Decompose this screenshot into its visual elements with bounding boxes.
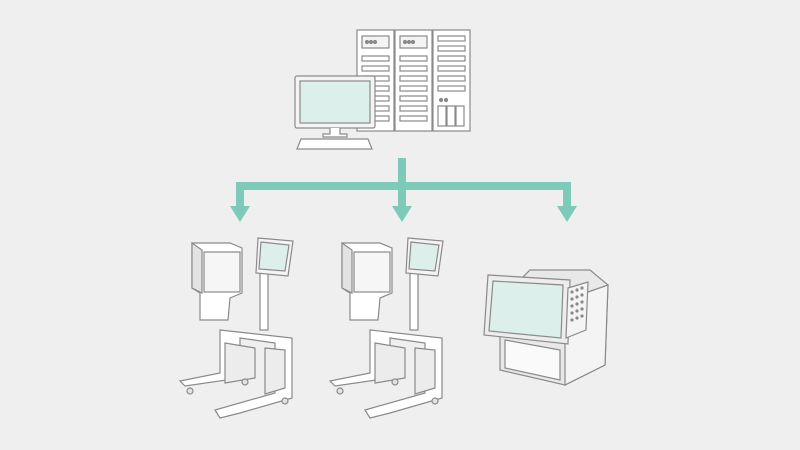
pos-terminal-icon — [483, 269, 609, 386]
scale-stand-icon — [329, 237, 444, 419]
arrow-down-icon — [230, 206, 250, 222]
server-rack-icon — [356, 29, 471, 132]
keypad-icon — [570, 286, 584, 322]
arrow-down-icon — [557, 206, 577, 222]
connector-lines — [230, 158, 577, 222]
scale-stand-icon — [179, 237, 294, 419]
arrow-down-icon — [392, 206, 412, 222]
desktop-computer-icon — [294, 75, 376, 150]
